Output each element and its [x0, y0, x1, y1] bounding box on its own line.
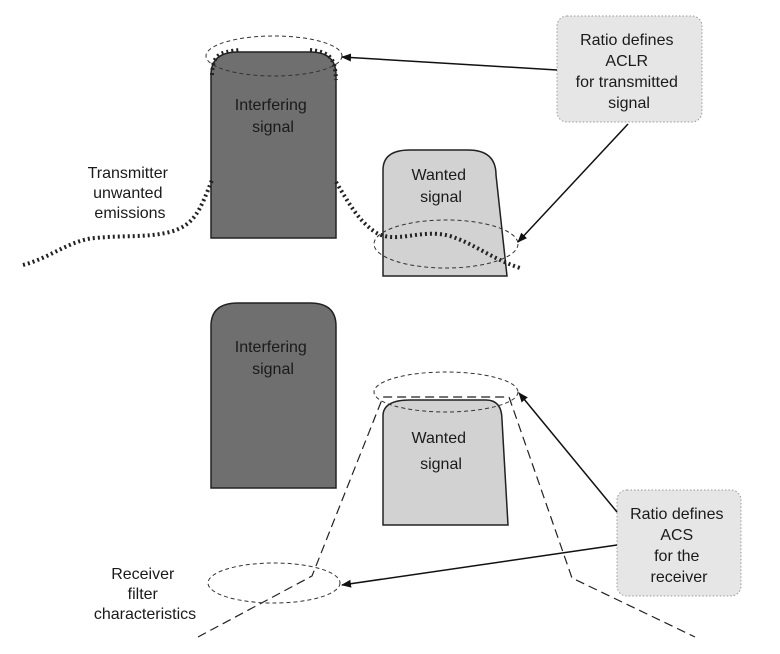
top-wanted-label: Wanted signal	[412, 167, 471, 206]
aclr-arrow-bottom	[517, 123, 629, 243]
acs-arrow-top	[518, 392, 618, 513]
bottom-wanted-signal-shape	[382, 399, 509, 526]
bottom-interfering-signal-shape	[210, 302, 337, 489]
aclr-callout-label: Ratio defines ACLR for transmitted signa…	[576, 32, 683, 112]
transmitter-emissions-curve	[22, 48, 521, 270]
aclr-callout-box	[556, 15, 703, 123]
top-interfering-signal-shape	[210, 51, 337, 239]
receiver-filter-curve	[197, 396, 696, 638]
acs-bottom-ellipse	[207, 562, 341, 604]
acs-callout-box	[616, 489, 742, 597]
acs-callout-label: Ratio defines ACS for the receiver	[630, 506, 728, 586]
aclr-bottom-ellipse	[373, 219, 519, 269]
bottom-wanted-label: Wanted signal	[412, 430, 471, 473]
top-wanted-signal-shape	[382, 149, 508, 277]
receiver-filter-label: Receiver filter characteristics	[94, 566, 196, 623]
emissions-label: Transmitter unwanted emissions	[88, 165, 173, 222]
aclr-arrow-top	[341, 53, 558, 71]
top-interfering-label: Interfering signal	[235, 97, 312, 136]
acs-top-ellipse	[373, 371, 519, 413]
bottom-interfering-label: Interfering signal	[235, 339, 312, 378]
acs-arrow-bottom	[341, 544, 618, 588]
